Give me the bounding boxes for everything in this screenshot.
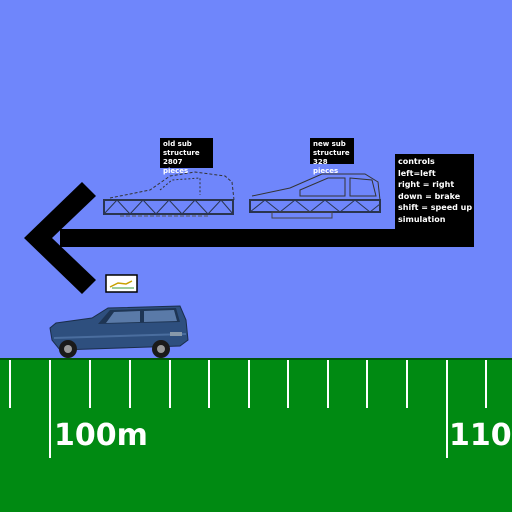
control-left: left=left [398,168,436,178]
ruler-tick [406,360,408,408]
new-sub-line-2: structure [313,149,350,157]
old-sub-line-3: 2807 pieces [163,158,189,175]
old-sub-line-1: old sub [163,140,192,148]
ruler-tick [327,360,329,408]
new-sub-line-3: 328 pieces [313,158,339,175]
distance-marker-110: 110 [449,418,512,453]
old-substructure-label: old sub structure 2807 pieces [160,138,213,175]
distance-marker-100m: 100m [54,418,148,453]
ruler-tick [485,360,487,408]
control-brake: down = brake [398,191,461,201]
ground [0,358,512,512]
ruler-tick [169,360,171,408]
old-substructure-wireframe [103,171,235,217]
ruler-tick [287,360,289,408]
car-icon [49,305,189,358]
new-sub-line-1: new sub [313,140,346,148]
ruler-tick [129,360,131,408]
control-speed-up: shift = speed up [398,203,473,212]
controls-panel: controls left=left right = right down = … [395,154,474,246]
new-substructure-wireframe [249,173,381,219]
ruler-tick [89,360,91,408]
new-substructure-label: new sub structure 328 pieces [310,138,354,175]
ruler-tick [49,360,51,458]
ruler-tick [446,360,448,458]
control-simulation: simulation [398,214,446,224]
ruler-tick [208,360,210,408]
ruler-tick [248,360,250,408]
ruler-tick [366,360,368,408]
control-right: right = right [398,180,455,189]
minimap-icon [105,274,138,293]
controls-title: controls [398,157,435,166]
left-arrow-icon [24,182,474,294]
ruler-tick [9,360,11,408]
old-sub-line-2: structure [163,149,200,157]
